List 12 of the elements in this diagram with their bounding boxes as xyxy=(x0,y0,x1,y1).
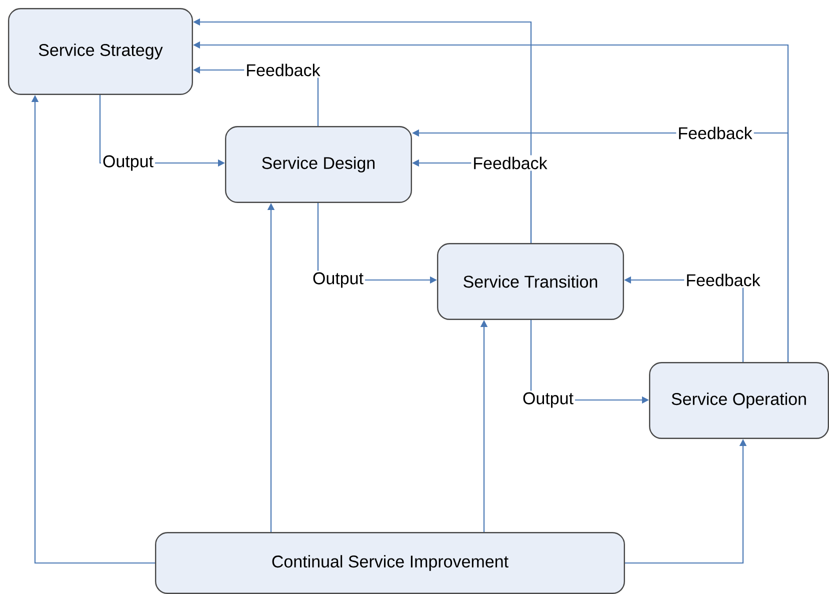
edge-label: Output xyxy=(310,270,366,290)
edge-label: Output xyxy=(100,154,156,172)
process-box: Service Strategy xyxy=(8,8,193,95)
process-box: Continual Service Improvement xyxy=(155,532,625,594)
edge-label: Feedback xyxy=(244,62,322,78)
process-box: Service Operation xyxy=(649,362,829,439)
process-box: Service Design xyxy=(225,126,412,203)
edge-label: Feedback xyxy=(684,272,762,288)
edge-label: Output xyxy=(521,390,576,410)
process-box: Service Transition xyxy=(437,243,624,320)
edge-label: Feedback xyxy=(676,125,754,141)
edge-label: Feedback xyxy=(471,155,549,171)
